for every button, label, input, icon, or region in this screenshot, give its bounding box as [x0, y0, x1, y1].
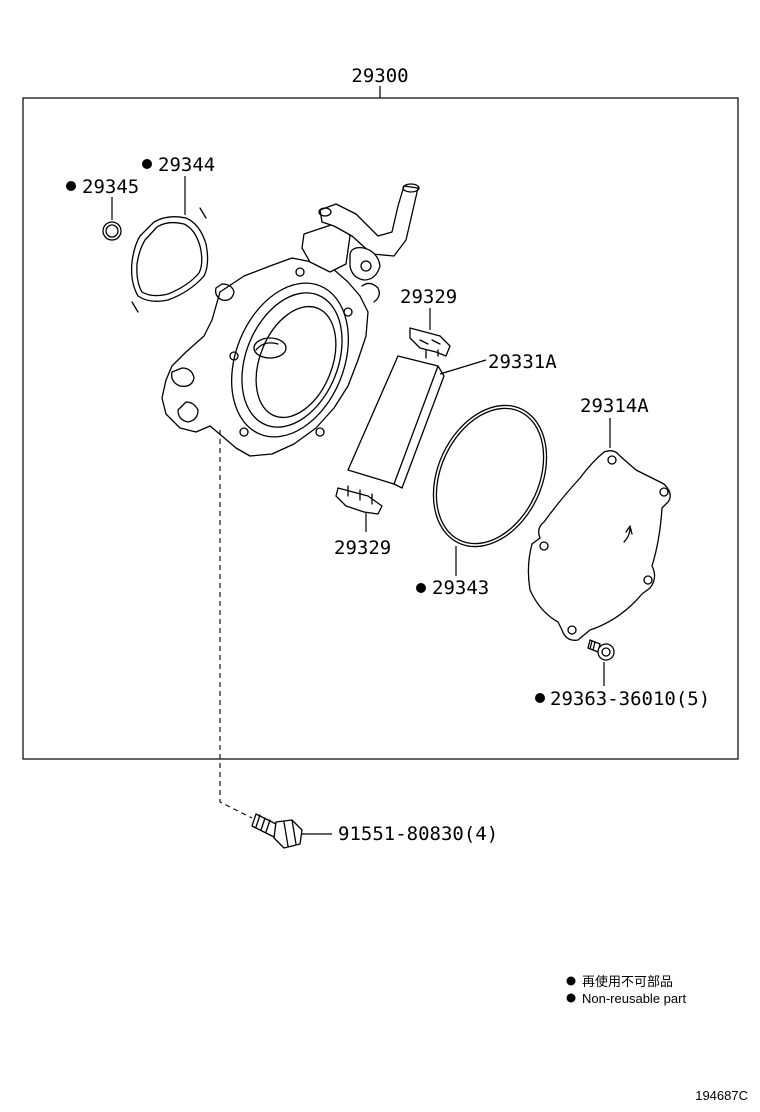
assembly-label[interactable]: 29300 — [351, 65, 408, 87]
vacuum-pump-body — [161, 183, 420, 457]
legend-text-jp: 再使用不可部品 — [582, 974, 673, 989]
non-reusable-dot-29343 — [416, 583, 426, 593]
bolt-91551 — [251, 813, 303, 849]
part-label-29329-top[interactable]: 29329 — [400, 286, 457, 308]
gasket-29344 — [130, 207, 209, 313]
legend-dot-jp — [566, 976, 576, 986]
screw-29363 — [587, 639, 615, 661]
o-ring-29345-inner — [105, 224, 119, 238]
leader-29331A — [439, 359, 487, 375]
legend-dot-en — [566, 993, 576, 1003]
legend: 再使用不可部品 Non-reusable part — [566, 974, 686, 1006]
part-label-29331A[interactable]: 29331A — [488, 351, 557, 373]
vane-29331A — [347, 355, 445, 489]
part-label-29363[interactable]: 29363-36010(5) — [550, 688, 710, 710]
part-label-29343[interactable]: 29343 — [432, 577, 489, 599]
part-label-29314A[interactable]: 29314A — [580, 395, 649, 417]
part-label-29345[interactable]: 29345 — [82, 176, 139, 198]
bolt-dashed-leader — [219, 430, 253, 819]
o-ring-29343 — [432, 404, 548, 548]
figure-id: 194687C — [695, 1088, 748, 1103]
part-label-29329-bottom[interactable]: 29329 — [334, 537, 391, 559]
part-label-29344[interactable]: 29344 — [158, 154, 215, 176]
non-reusable-dot-29344 — [142, 159, 152, 169]
cover-plate-29314A — [527, 450, 671, 641]
non-reusable-dot-29363 — [535, 693, 545, 703]
part-label-91551[interactable]: 91551-80830(4) — [338, 823, 498, 845]
legend-text-en: Non-reusable part — [582, 991, 686, 1006]
vane-cap-29329-top — [409, 327, 451, 359]
o-ring-29345 — [102, 221, 122, 241]
vane-cap-29329-bottom — [335, 485, 383, 515]
non-reusable-dot-29345 — [66, 181, 76, 191]
